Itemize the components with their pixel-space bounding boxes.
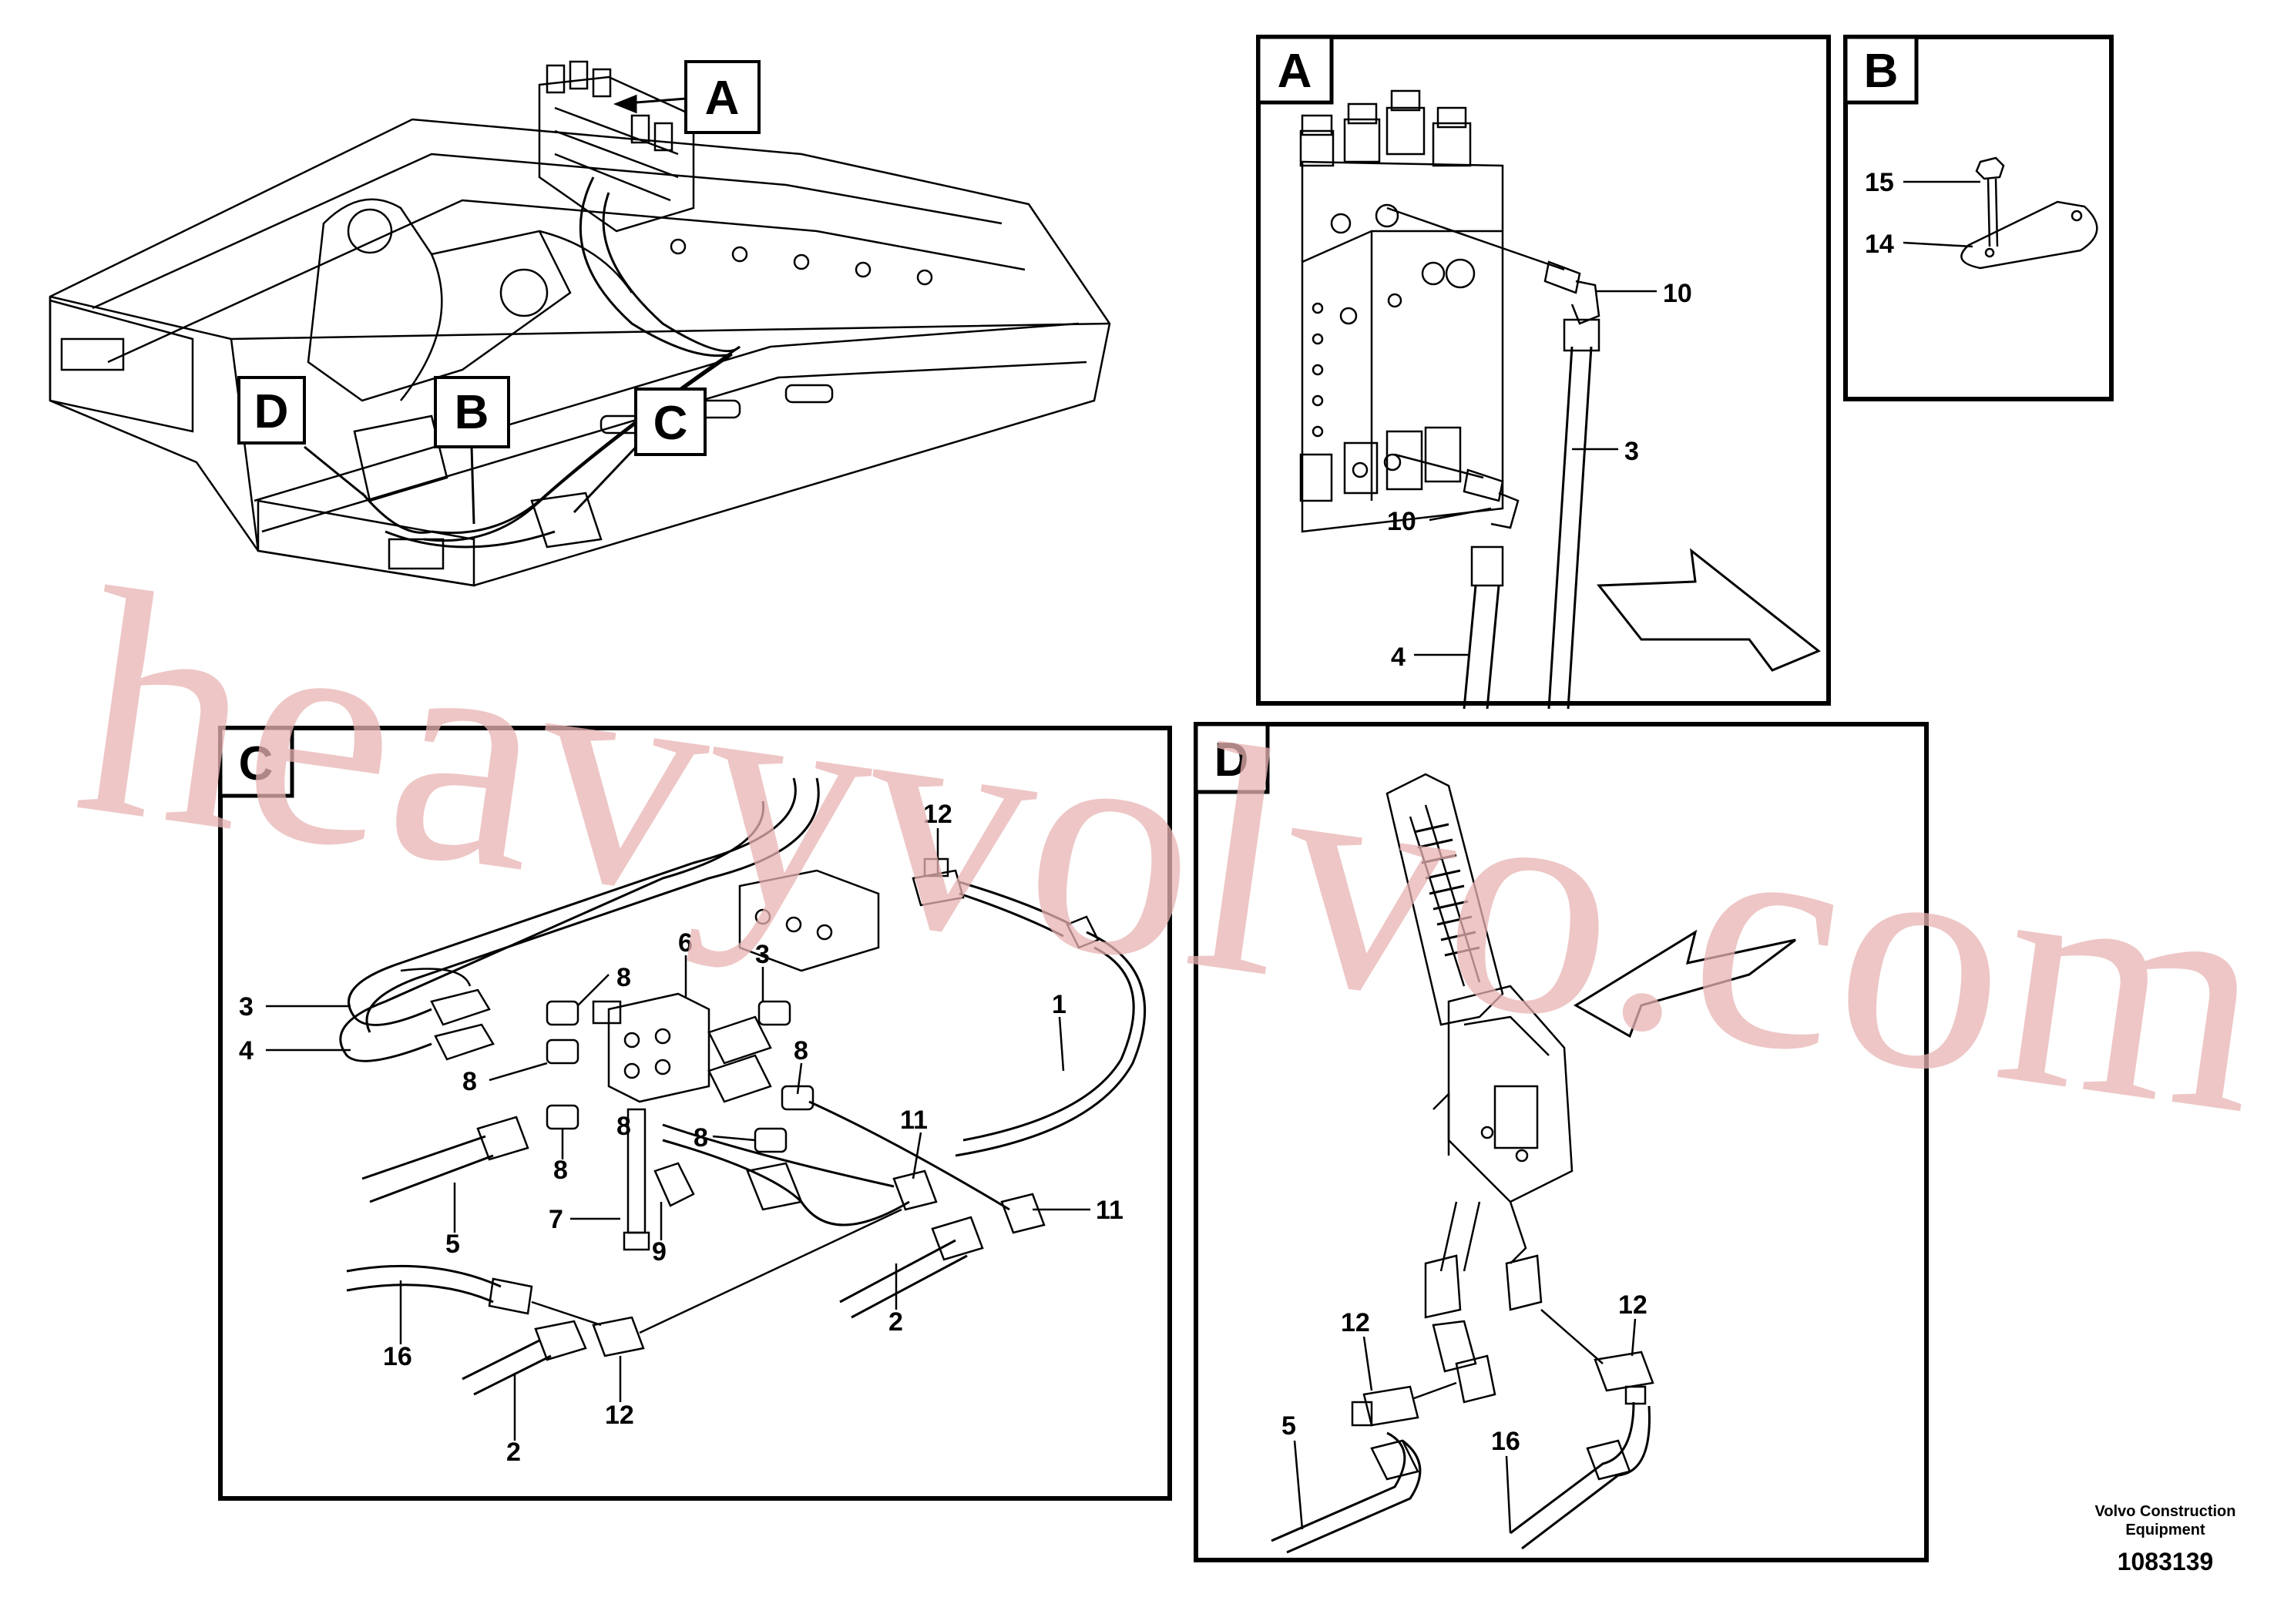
panel-B-label-15: 15: [1865, 168, 1894, 197]
panel-D-label-16: 16: [1491, 1427, 1520, 1456]
panel-B: B 15 14: [1843, 35, 2114, 401]
panel-C-letter: C: [239, 737, 274, 790]
overview-leaders: [304, 94, 687, 525]
footer-company-line1: Volvo Construction: [2095, 1503, 2236, 1520]
panel-D-letter: D: [1214, 733, 1249, 787]
document-number: 1083139: [2118, 1548, 2214, 1575]
panel-C-label-8-f: 8: [616, 1112, 631, 1141]
panel-D-drawing: [1271, 773, 1796, 1554]
panel-C-label-11-left: 11: [900, 1106, 928, 1135]
panel-B-letter-box: [1843, 35, 1919, 105]
svg-text:A: A: [705, 72, 740, 125]
panel-C-frame: [218, 726, 1172, 1501]
svg-text:C: C: [653, 397, 688, 450]
panel-A-frame: [1256, 35, 1831, 706]
panel-A: A: [1256, 35, 1831, 710]
overview-callout-B: B: [434, 376, 510, 448]
panel-C-label-3-center: 3: [755, 940, 770, 969]
panel-D-label-5: 5: [1281, 1411, 1296, 1441]
panel-C-label-6: 6: [678, 928, 693, 958]
panel-C-label-11-right: 11: [1096, 1196, 1123, 1225]
svg-text:B: B: [455, 386, 489, 439]
panel-C-label-12-top: 12: [923, 800, 952, 829]
panel-C-label-8-c: 8: [794, 1036, 808, 1065]
panel-A-letter: A: [1278, 45, 1312, 98]
overview-callout-D: D: [237, 376, 306, 445]
panel-D-leaders: [1293, 1318, 1637, 1534]
panel-C-letter-box: [218, 726, 294, 798]
panel-A-drawing: [1299, 89, 1821, 710]
panel-D-label-12-right: 12: [1618, 1290, 1647, 1320]
panel-A-label-4: 4: [1391, 643, 1406, 672]
panel-C-label-8-e: 8: [553, 1156, 568, 1185]
panel-C: C: [218, 726, 1172, 1501]
panel-C-label-1: 1: [1052, 990, 1066, 1019]
panel-C-label-2-right: 2: [888, 1307, 903, 1337]
overview-callout-A: A: [684, 60, 761, 134]
panel-A-label-3: 3: [1624, 437, 1639, 466]
panel-C-label-8-b: 8: [462, 1067, 477, 1096]
panel-C-leaders: [266, 828, 1090, 1441]
panel-A-leaders: [1414, 290, 1657, 656]
panel-B-letter: B: [1864, 45, 1899, 98]
overview-callout-C: C: [634, 388, 707, 456]
panel-A-letter-box: [1256, 35, 1334, 105]
panel-D-frame: [1194, 722, 1929, 1562]
panel-B-drawing: [1960, 156, 2098, 270]
panel-C-label-7: 7: [549, 1205, 563, 1234]
panel-C-drawing: [339, 777, 1147, 1396]
panel-B-label-14: 14: [1865, 230, 1894, 259]
panel-C-label-12-bottom: 12: [605, 1401, 634, 1430]
panel-C-label-16: 16: [383, 1342, 412, 1371]
panel-C-label-5: 5: [445, 1230, 460, 1259]
panel-A-label-10-upper: 10: [1663, 279, 1692, 308]
panel-C-label-8-a: 8: [616, 963, 631, 992]
panel-C-label-9: 9: [652, 1237, 667, 1267]
panel-C-label-4: 4: [239, 1036, 254, 1065]
panel-D-label-12-left: 12: [1341, 1308, 1370, 1337]
panel-C-label-8-d: 8: [694, 1123, 708, 1153]
footer-company-line2: Equipment: [2125, 1522, 2205, 1538]
svg-text:D: D: [254, 385, 289, 438]
panel-D-letter-box: [1194, 722, 1270, 794]
overview-drawing: [49, 60, 1111, 587]
frame-outline: [49, 118, 1111, 587]
panel-B-leaders: [1903, 180, 1980, 248]
panel-C-label-2-bottom: 2: [506, 1438, 521, 1467]
panel-D: D: [1194, 722, 1929, 1562]
panel-A-label-10-lower: 10: [1387, 507, 1416, 536]
panel-C-label-3-left: 3: [239, 992, 254, 1022]
